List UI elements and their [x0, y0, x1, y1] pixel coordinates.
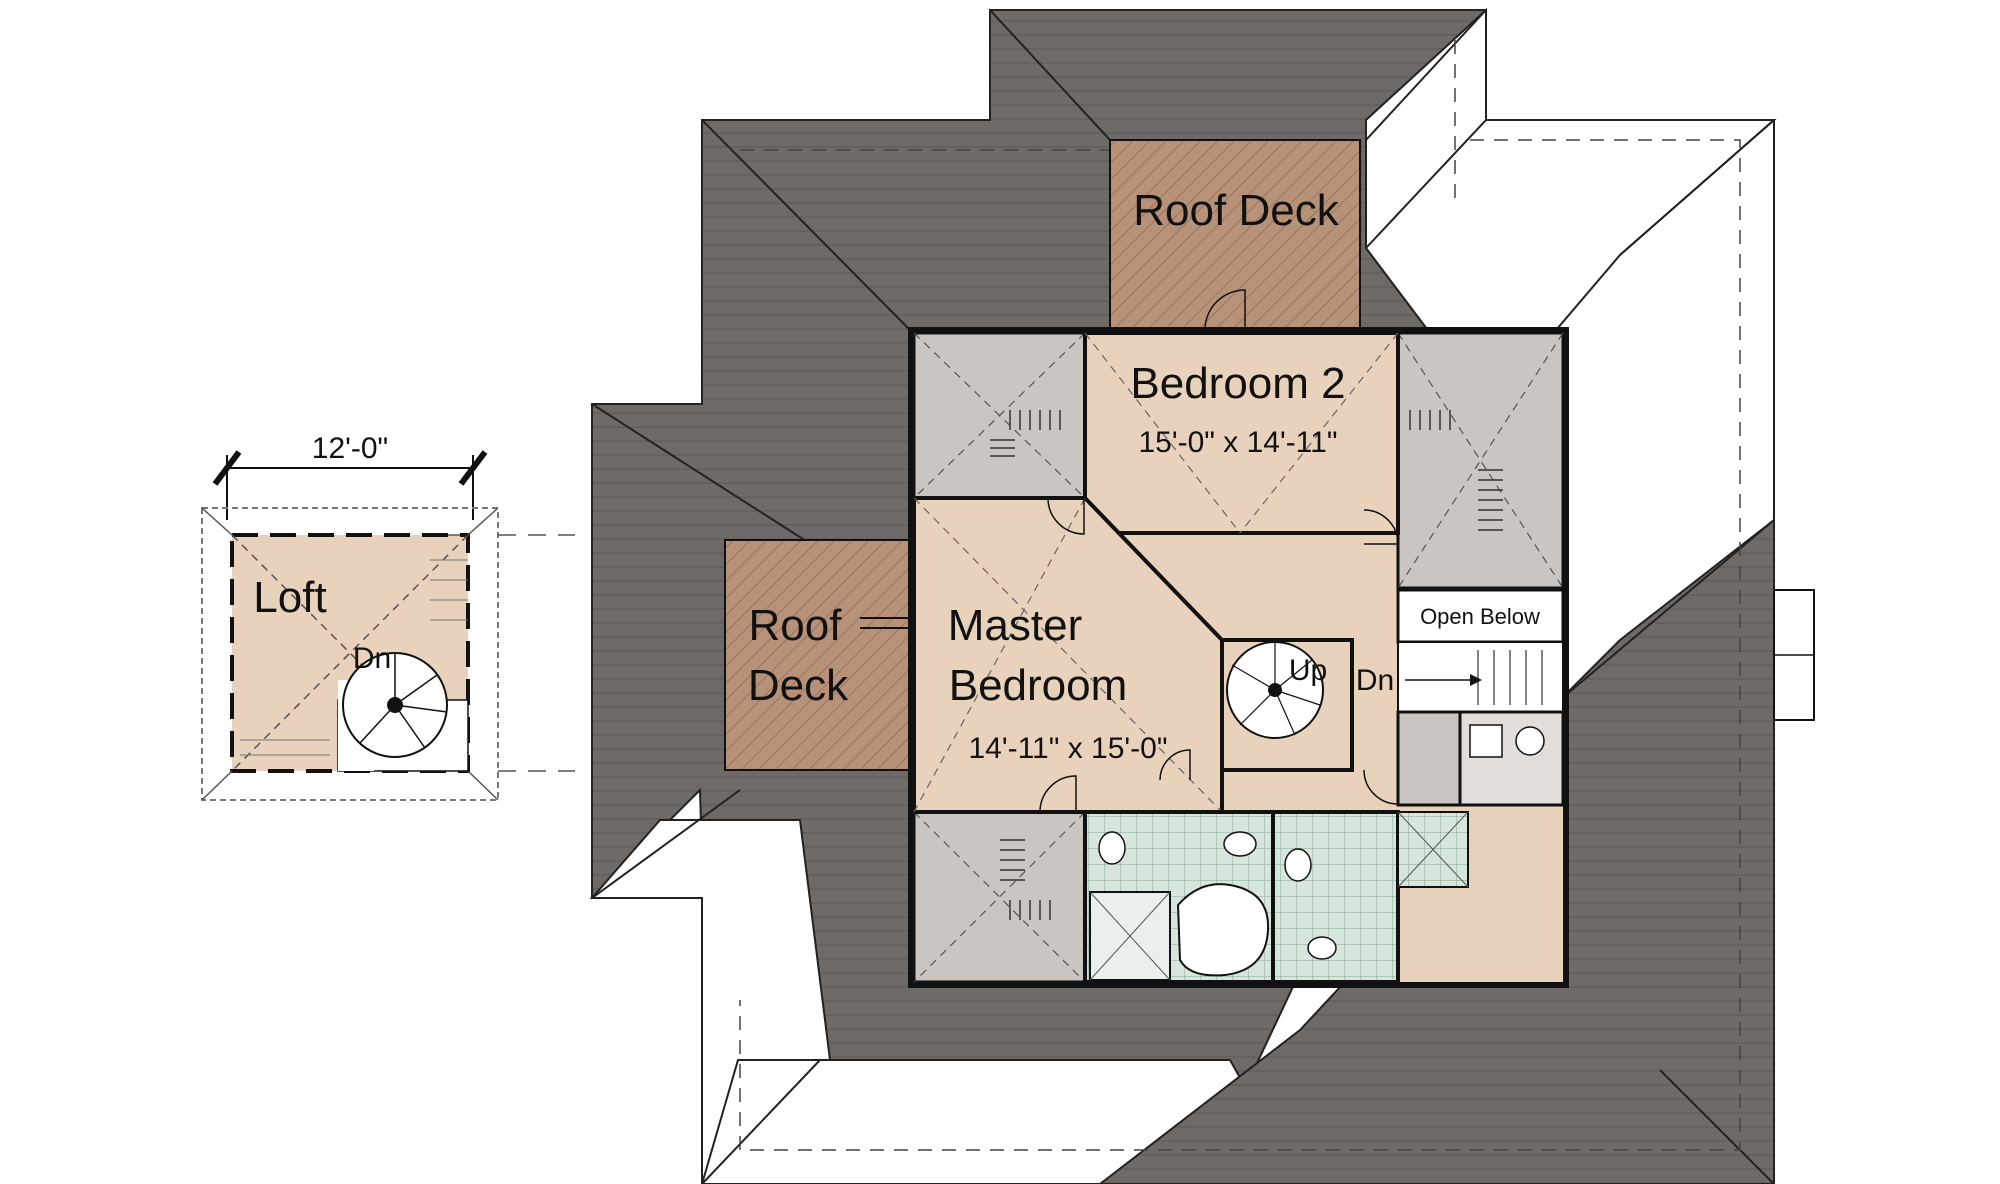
sink-icon [1098, 831, 1126, 865]
master-door-bottom [1039, 775, 1077, 813]
open-below-label: Open Below [1420, 604, 1540, 629]
roof-deck-left [724, 539, 912, 771]
loft-dimension-label: 12'-0" [312, 432, 388, 465]
roof-deck-left-label-1: Roof [749, 601, 843, 650]
open-below [1396, 588, 1565, 644]
stair-down [1397, 641, 1564, 713]
loft-label: Loft [253, 573, 326, 622]
bedroom-2 [1083, 331, 1400, 535]
roof-deck-left-label-2: Deck [748, 661, 849, 710]
loft-plan: 12'-0" Loft Dn [201, 432, 499, 801]
master-bedroom-label-1: Master [948, 601, 1082, 650]
master-bedroom-size: 14'-11" x 15'-0" [969, 732, 1168, 765]
toilet-icon [1223, 831, 1257, 857]
stair-dn-label: Dn [1356, 664, 1394, 697]
linen-closet [1396, 710, 1462, 807]
master-door-top [1047, 497, 1085, 535]
stair-up-label: Up [1289, 654, 1327, 687]
closet-sw [912, 810, 1087, 984]
master-bedroom-label-2: Bedroom [949, 661, 1128, 710]
bath-2 [1271, 810, 1400, 984]
bedroom-2-size: 15'-0" x 14'-11" [1139, 426, 1338, 459]
roof-deck-top-door [1204, 289, 1246, 331]
roof-deck-top [1109, 139, 1361, 331]
bedroom-2-label: Bedroom 2 [1130, 359, 1345, 408]
upper-floor: Bedroom 2 15'-0" x 14'-11" Master Bedroo… [908, 327, 1569, 988]
loft-stair-label: Dn [353, 642, 391, 675]
bathtub-icon [1176, 883, 1270, 977]
roof-deck-top-label: Roof Deck [1133, 186, 1339, 235]
